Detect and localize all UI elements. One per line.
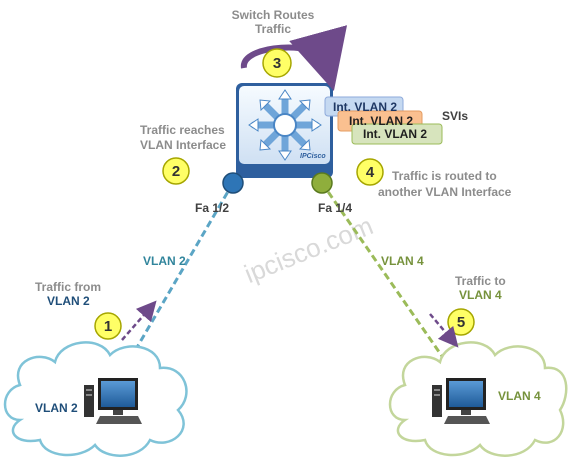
step-number-1: 1	[104, 318, 112, 335]
step-badge-1	[94, 312, 122, 340]
step1-text-line2: VLAN 2	[47, 294, 90, 308]
port-fa12-label: Fa 1/2	[195, 201, 229, 215]
layer3-switch-icon: IPCisco	[236, 83, 333, 178]
step-badge-2	[162, 157, 190, 185]
step-number-3: 3	[273, 55, 281, 72]
pc-left-icon	[84, 378, 142, 424]
title-line2: Traffic	[255, 22, 291, 36]
link-vlan4-label: VLAN 4	[381, 254, 424, 268]
title-line1: Switch Routes	[232, 8, 315, 22]
step-badge-4	[356, 158, 384, 186]
step-number-4: 4	[366, 164, 375, 181]
pc-right-icon	[432, 378, 490, 424]
svi-card-1-label: Int. VLAN 2	[333, 100, 397, 114]
step4-text-line2: another VLAN Interface	[378, 185, 512, 199]
step2-text-line2: VLAN Interface	[140, 138, 226, 152]
link-vlan2	[113, 182, 235, 386]
step4-text-line1: Traffic is routed to	[392, 169, 497, 183]
step-number-2: 2	[172, 163, 180, 180]
svi-card-2-label: Int. VLAN 2	[349, 114, 413, 128]
port-fa14	[311, 172, 333, 194]
direction-arrow-up	[121, 300, 157, 341]
cloud-right-label: VLAN 4	[498, 389, 541, 403]
step5-text-line2: VLAN 4	[459, 288, 502, 302]
step-badge-3	[262, 48, 292, 78]
link-vlan4	[320, 182, 464, 386]
watermark: ipcisco.com	[240, 210, 377, 289]
direction-arrow-down	[429, 313, 459, 348]
svi-card-3-label: Int. VLAN 2	[363, 127, 427, 141]
cloud-left	[3, 341, 188, 457]
step5-text-line1: Traffic to	[455, 274, 506, 288]
step1-text-line1: Traffic from	[35, 280, 101, 294]
port-fa14-label: Fa 1/4	[318, 201, 352, 215]
cloud-left-label: VLAN 2	[35, 401, 78, 415]
step-number-5: 5	[457, 314, 465, 331]
curved-arrow-icon	[241, 25, 347, 91]
svi-label: SVIs	[442, 109, 468, 123]
svi-cards	[324, 96, 443, 145]
step2-text-line1: Traffic reaches	[140, 123, 225, 137]
switch-brand: IPCisco	[300, 153, 326, 160]
port-fa12	[222, 172, 244, 194]
link-vlan2-label: VLAN 2	[143, 254, 186, 268]
